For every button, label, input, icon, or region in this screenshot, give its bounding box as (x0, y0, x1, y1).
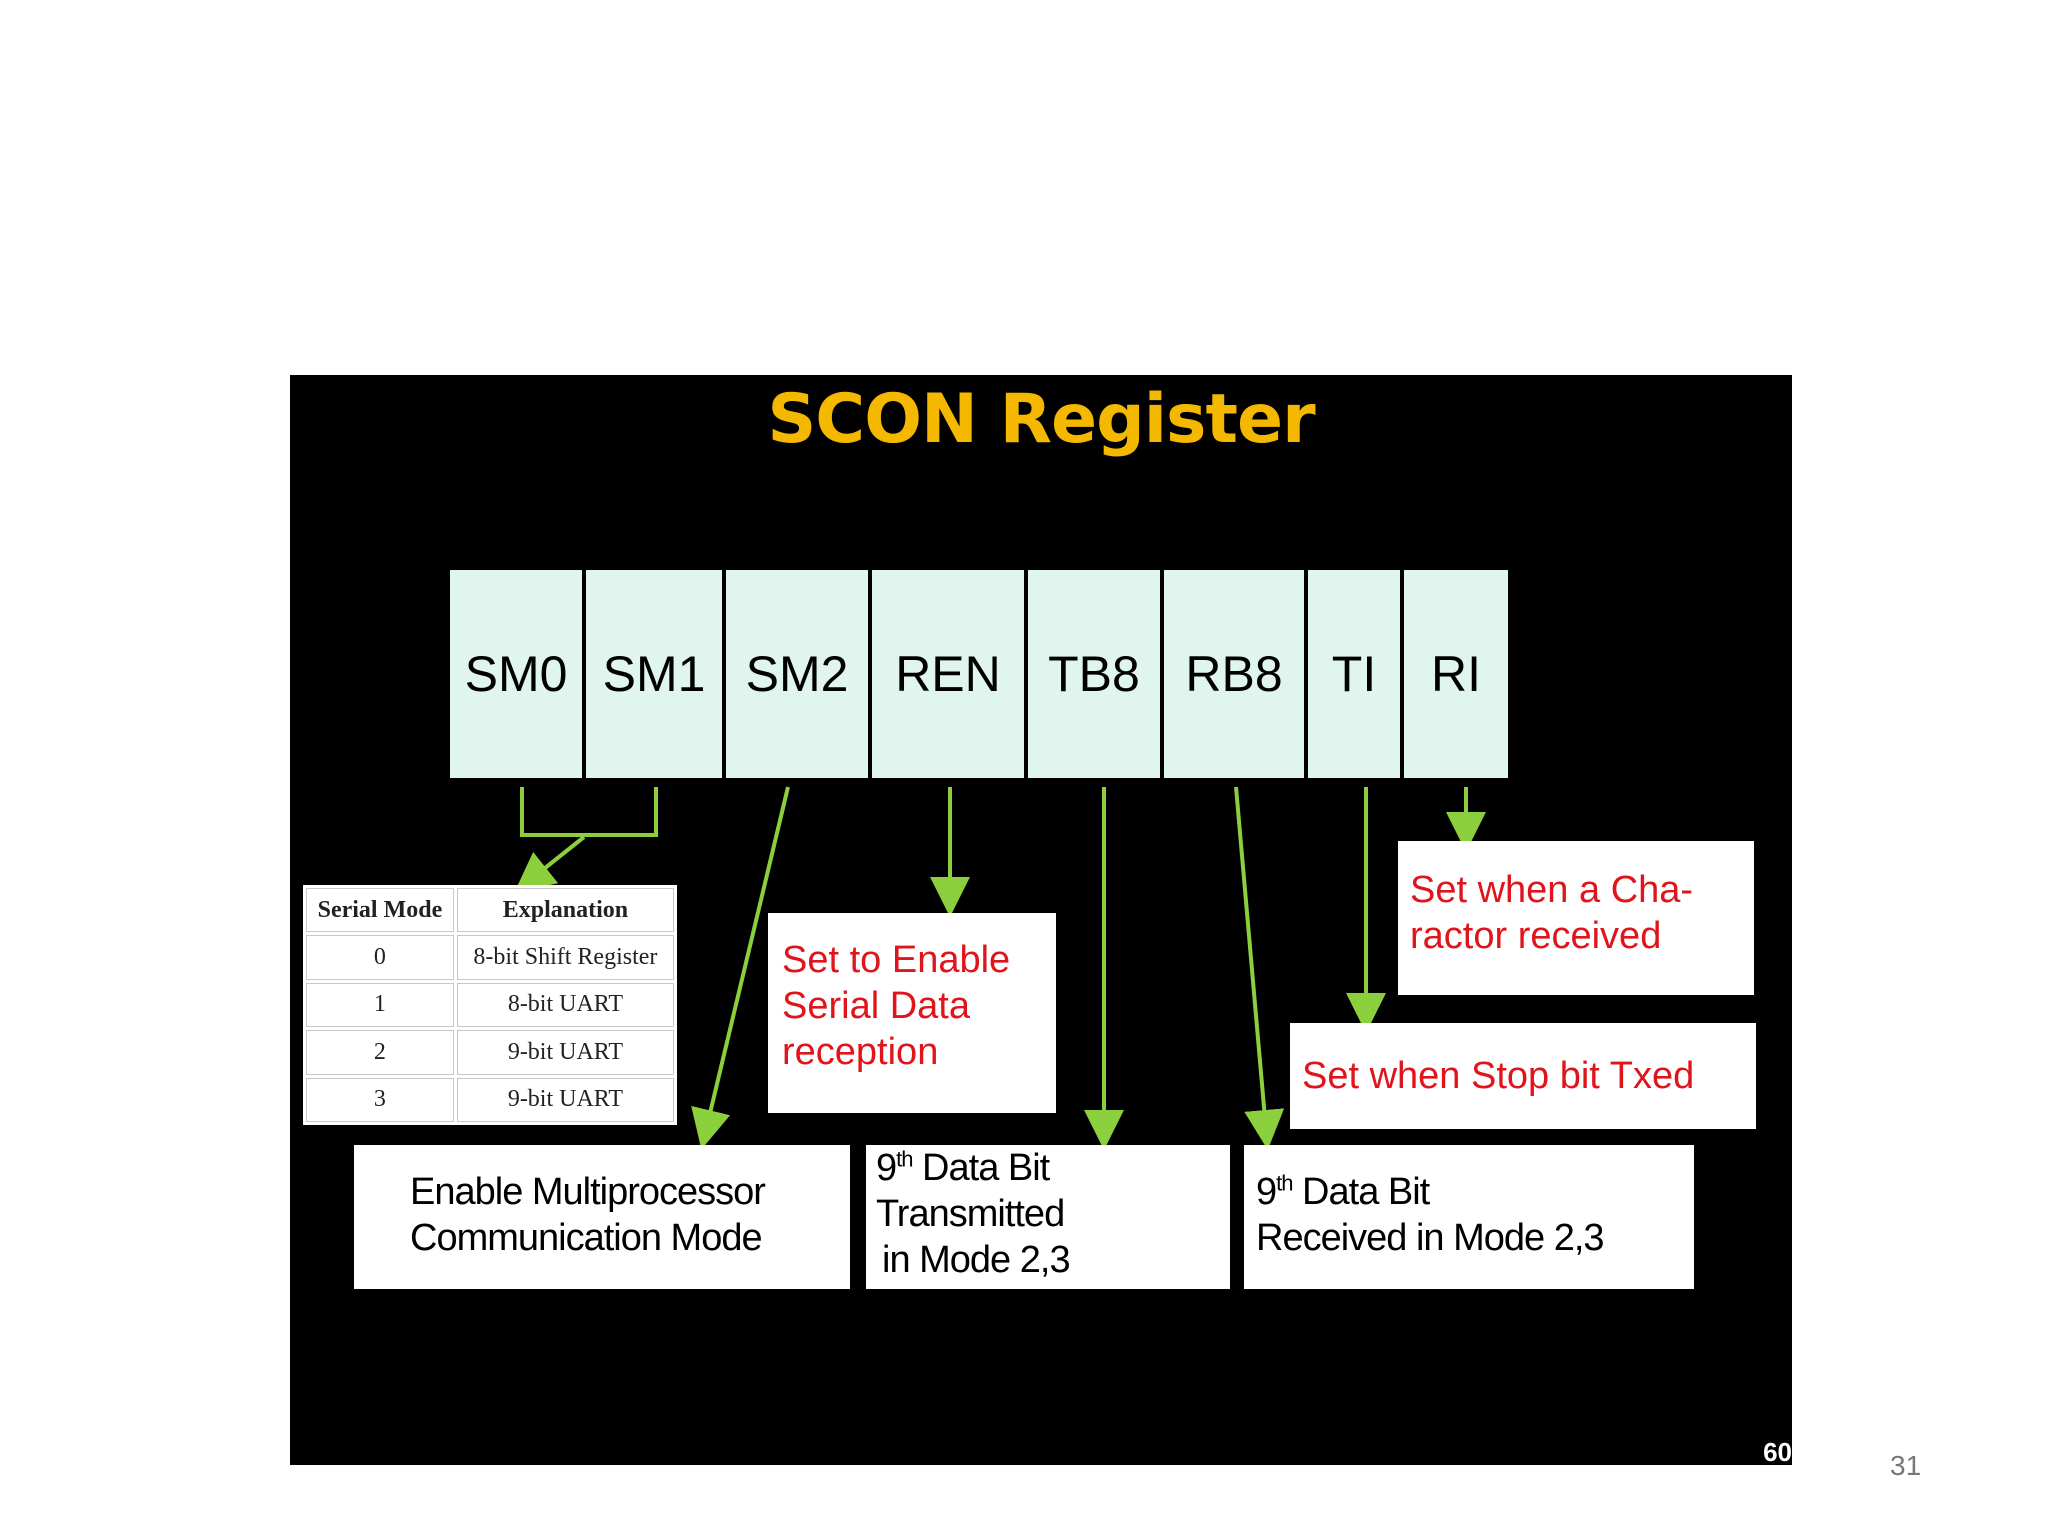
ri-description: Set when a Cha- ractor received (1398, 841, 1754, 995)
rb8-arrow (1234, 786, 1285, 1150)
page-number: 31 (1890, 1450, 1922, 1481)
explanation-cell: 9-bit UART (456, 1030, 674, 1075)
corner-mark: 60 (1763, 1437, 1792, 1467)
bit-ri: RI (1404, 570, 1508, 778)
mode-cell: 0 (306, 935, 454, 980)
sm2-arrow (691, 786, 790, 1150)
explanation-cell: 8-bit UART (456, 982, 674, 1028)
header-serial-mode: Serial Mode (306, 888, 454, 933)
explanation-cell: 9-bit UART (456, 1077, 674, 1122)
mode-cell: 1 (306, 982, 454, 1028)
header-explanation: Explanation (456, 888, 674, 933)
ti-description-line: Set when Stop bit Txed (1302, 1055, 1695, 1097)
tb8-description-line: 9th Data Bit (876, 1146, 1050, 1189)
mode-table-arrow (514, 835, 586, 893)
bit-sm2: SM2 (726, 570, 868, 778)
ren-description-line: Set to Enable (782, 939, 1011, 981)
tb8-description-line: in Mode 2,3 (882, 1239, 1071, 1281)
rb8-description-line: Received in Mode 2,3 (1256, 1217, 1605, 1259)
rb8-description: 9th Data Bit Received in Mode 2,3 (1244, 1145, 1694, 1289)
slide-title: SCON Register (767, 380, 1315, 459)
table-row: 0 8-bit Shift Register (306, 935, 674, 980)
bit-sm1: SM1 (586, 570, 722, 778)
sm2-description-line: Enable Multiprocessor (410, 1171, 766, 1213)
sm0-sm1-bracket (520, 787, 658, 837)
tb8-description: 9th Data Bit Transmitted in Mode 2,3 (866, 1145, 1230, 1289)
connector-arrows (514, 786, 1486, 1150)
bit-ti: TI (1308, 570, 1400, 778)
serial-mode-table: Serial Mode Explanation 0 8-bit Shift Re… (303, 885, 677, 1125)
ren-description-line: reception (782, 1031, 939, 1073)
sm2-description-line: Communication Mode (410, 1217, 763, 1259)
rb8-description-line: 9th Data Bit (1256, 1170, 1430, 1213)
bit-ren: REN (872, 570, 1024, 778)
table-row: 1 8-bit UART (306, 982, 674, 1028)
table-row: 3 9-bit UART (306, 1077, 674, 1122)
ren-description: Set to Enable Serial Data reception (768, 913, 1056, 1113)
explanation-cell: 8-bit Shift Register (456, 935, 674, 980)
sm2-description: Enable Multiprocessor Communication Mode (354, 1145, 850, 1289)
table-header-row: Serial Mode Explanation (306, 888, 674, 933)
ri-description-line: ractor received (1410, 915, 1662, 957)
ri-description-line: Set when a Cha- (1410, 869, 1694, 911)
mode-cell: 2 (306, 1030, 454, 1075)
ti-description: Set when Stop bit Txed (1290, 1023, 1756, 1129)
ren-description-line: Serial Data (782, 985, 970, 1027)
tb8-description-line: Transmitted (876, 1193, 1065, 1235)
mode-cell: 3 (306, 1077, 454, 1122)
scon-register-diagram: SCON Register SM0 SM1 SM2 REN TB8 RB8 TI… (290, 375, 1792, 1465)
bit-rb8: RB8 (1164, 570, 1304, 778)
bit-sm0: SM0 (450, 570, 582, 778)
table-row: 2 9-bit UART (306, 1030, 674, 1075)
bit-tb8: TB8 (1028, 570, 1160, 778)
